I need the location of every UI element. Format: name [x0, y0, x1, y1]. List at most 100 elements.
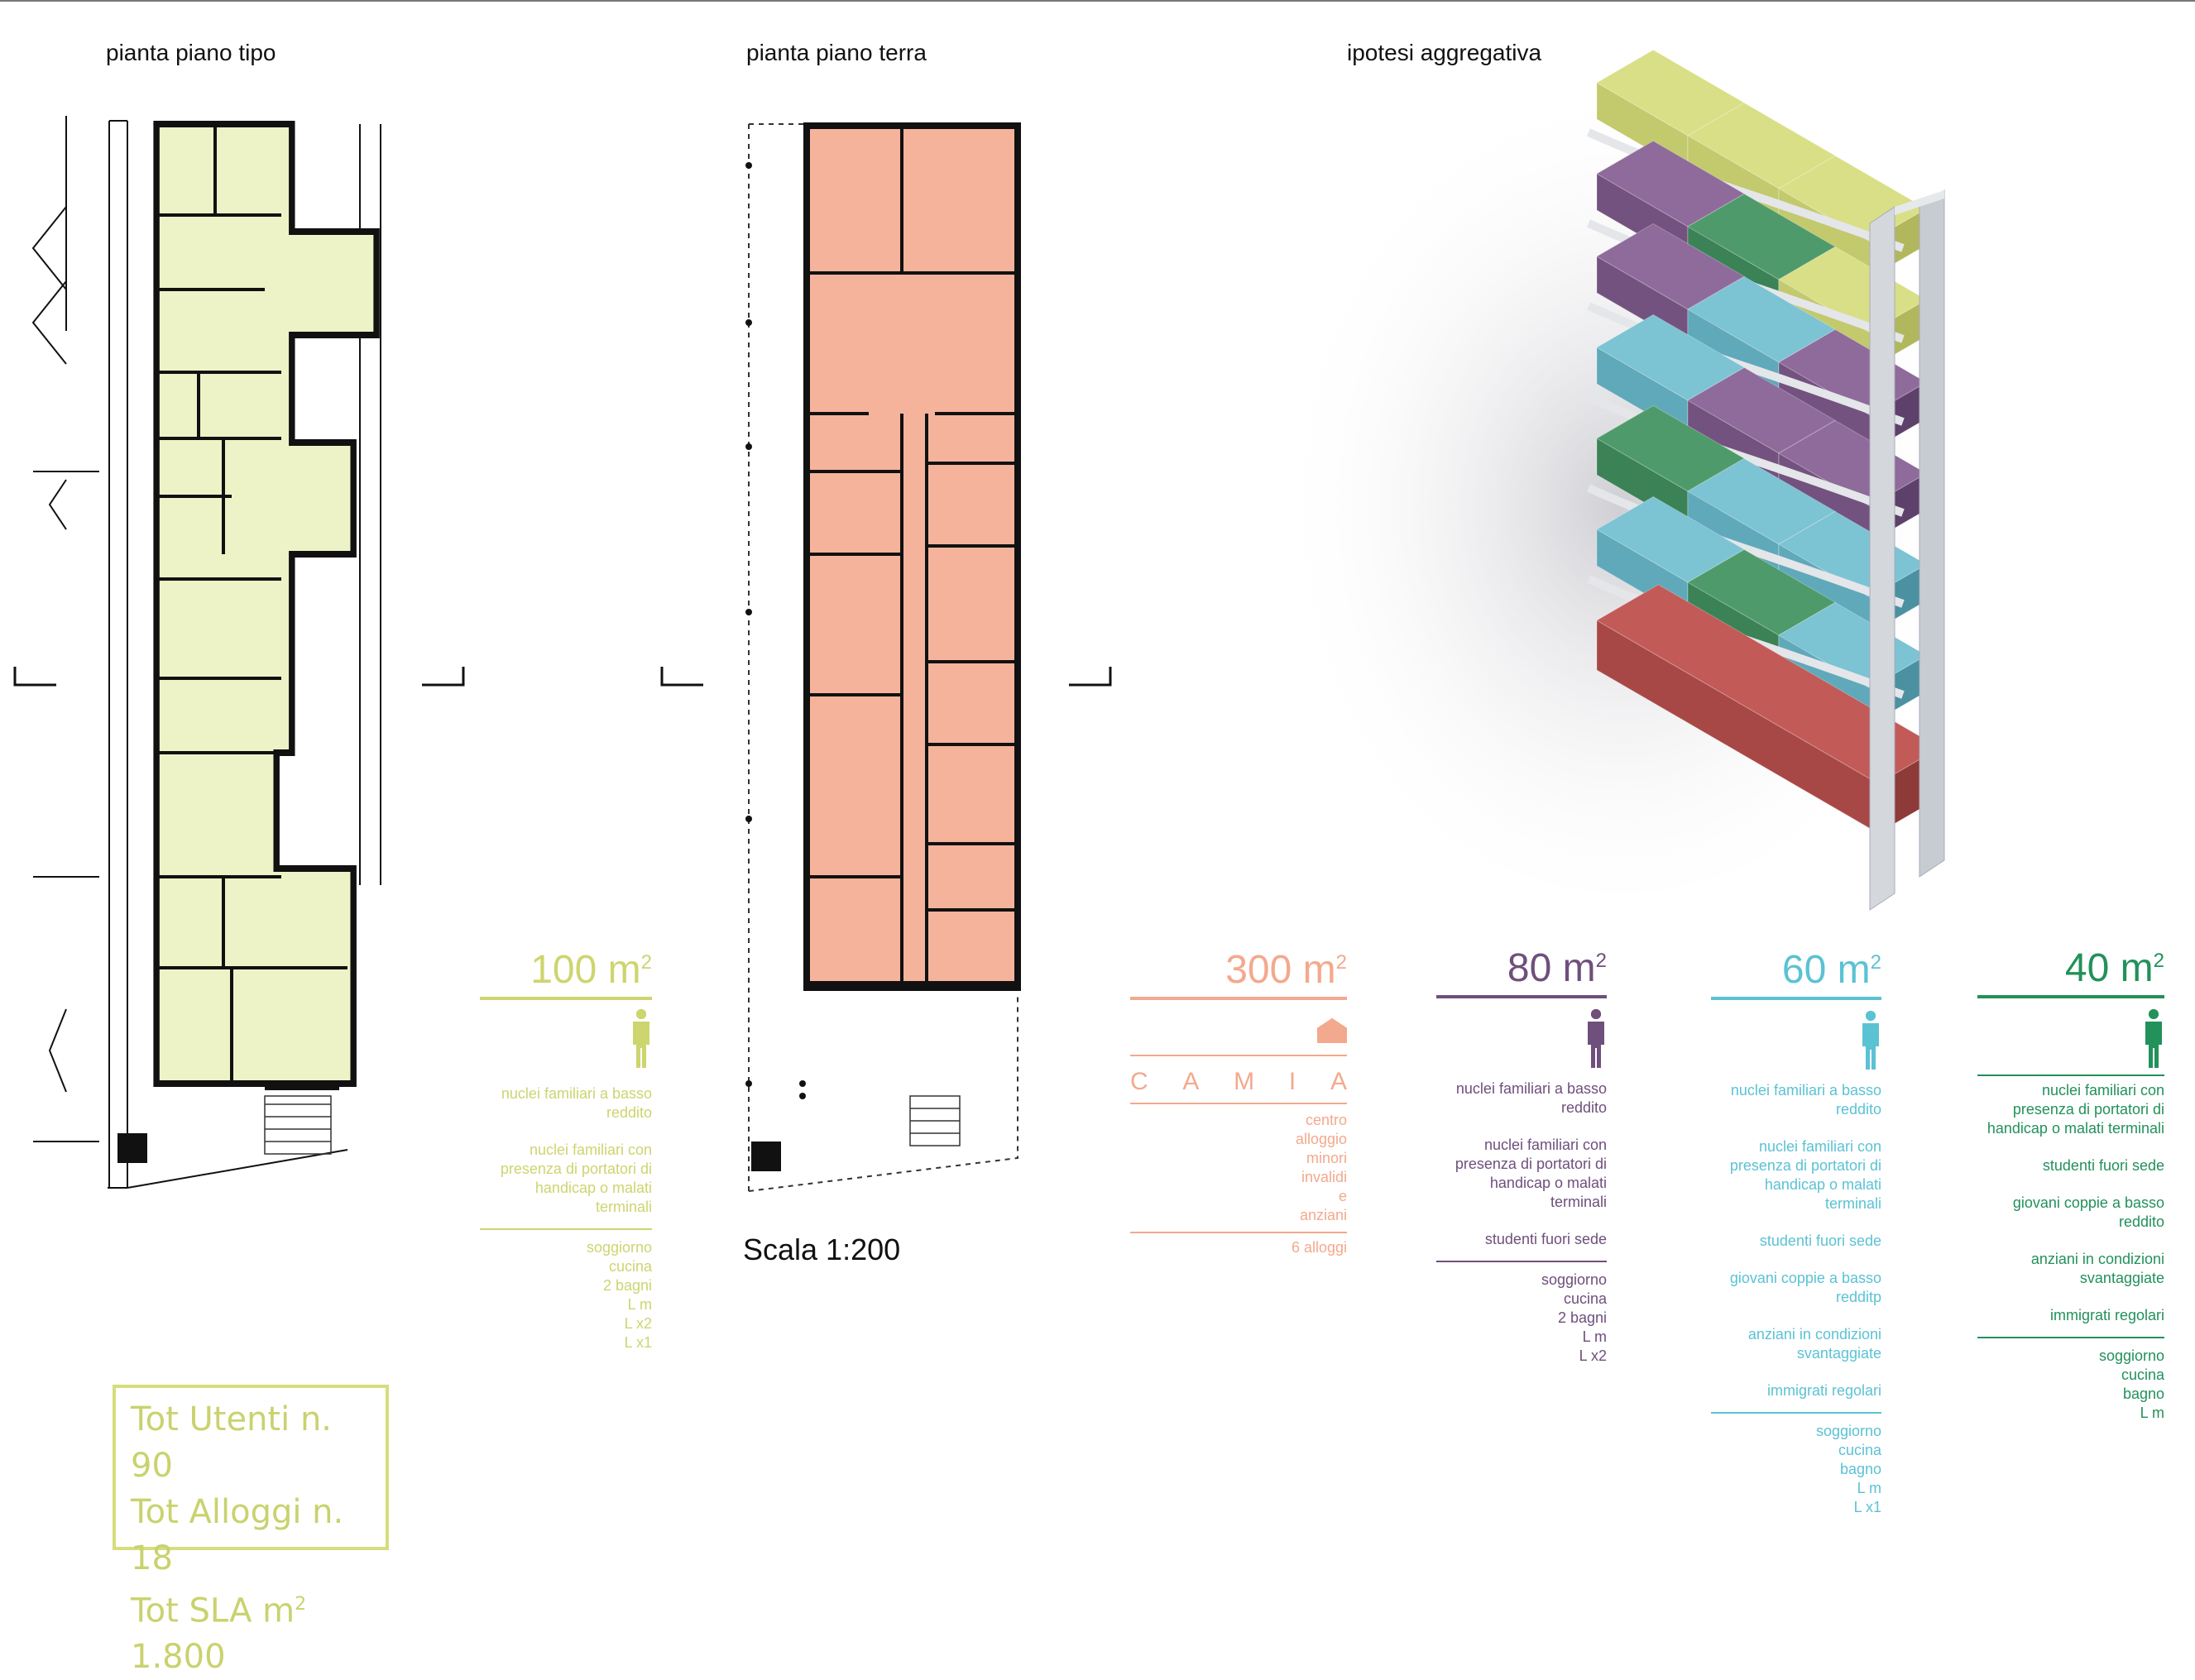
users-m80-line: nuclei familiari con presenza di portato…: [1455, 1137, 1607, 1210]
rooms-m40-line: cucina: [2121, 1366, 2164, 1383]
unit-100-users: nuclei familiari a basso reddito nuclei f…: [480, 1084, 652, 1217]
users-m40-line: nuclei familiari con presenza di portato…: [1987, 1082, 2164, 1137]
unit-40-rooms: soggiorno cucina bagno L m: [1977, 1347, 2164, 1423]
housing-module-block: [1596, 495, 1746, 583]
camia-letter: A: [1330, 1068, 1347, 1095]
users-m80-line: studenti fuori sede: [1484, 1231, 1607, 1247]
person-icon: [633, 1009, 649, 1068]
users-m60-line: nuclei familiari a basso reddito: [1730, 1082, 1881, 1118]
unit-60-icons: [1711, 1010, 1881, 1070]
users-m60-line: giovani coppie a basso redditp: [1729, 1270, 1881, 1305]
users-m100-line: nuclei familiari con presenza di portato…: [500, 1142, 652, 1215]
ground-floor-plan: [745, 122, 1021, 1192]
unit-100-icons: [480, 1008, 652, 1068]
housing-module-block: [1687, 548, 1837, 636]
person-icon: [1588, 1009, 1604, 1068]
unit-40-users: nuclei familiari con presenza di portato…: [1977, 1081, 2164, 1325]
rooms-m40-line: L m: [2140, 1405, 2164, 1421]
rooms-m80-line: soggiorno: [1541, 1271, 1607, 1288]
person-icon: [1862, 1011, 1879, 1070]
camia-letter: M: [1234, 1068, 1255, 1095]
housing-module-block: [1687, 102, 1837, 189]
housing-module-block: [1596, 223, 1746, 310]
users-m40-line: immigrati regolari: [2049, 1307, 2164, 1323]
users-m80-line: nuclei familiari a basso reddito: [1455, 1080, 1607, 1116]
unit-80-area: 80 m2: [1507, 946, 1607, 990]
users-m60-line: studenti fuori sede: [1759, 1232, 1881, 1249]
desc-m300-line: minori: [1306, 1150, 1347, 1166]
typical-floor-title: pianta piano tipo: [106, 40, 276, 65]
structure-pillars: [1869, 189, 1945, 911]
rooms-m60-line: soggiorno: [1815, 1423, 1881, 1439]
typical-floor-fill: [153, 121, 380, 1087]
housing-module-block: [1596, 49, 1746, 136]
unit-300-column: 300 m2 C A M I A centro alloggio minori invalid…: [1130, 943, 1347, 1257]
unit-300-area: 300 m2: [1225, 948, 1347, 992]
desc-m300-line: anziani: [1299, 1207, 1347, 1223]
section-marker-right-ground: [1069, 667, 1112, 687]
ground-floor-fill: [803, 122, 1021, 991]
total-dwellings: Tot Alloggi n. 18: [131, 1493, 344, 1577]
desc-m300-line: e: [1338, 1188, 1347, 1204]
users-m60-line: anziani in condizioni svantaggiate: [1747, 1326, 1881, 1362]
camia-letter: C: [1130, 1068, 1148, 1095]
unit-80-users: nuclei familiari a basso reddito nuclei f…: [1436, 1079, 1607, 1249]
housing-module-block: [1687, 193, 1837, 280]
housing-module-block: [1596, 404, 1746, 492]
rooms-m100-line: L x2: [624, 1315, 652, 1332]
rooms-m40-line: soggiorno: [2098, 1347, 2164, 1364]
housing-module-block: [1687, 457, 1837, 545]
camia-letter: I: [1288, 1068, 1296, 1095]
unit-300-icons: [1130, 1018, 1347, 1046]
rooms-m80-line: cucina: [1563, 1290, 1607, 1307]
unit-60-users: nuclei familiari a basso reddito nuclei f…: [1711, 1081, 1881, 1400]
rooms-m60-line: L x1: [1853, 1499, 1881, 1515]
housing-module-block: [1687, 366, 1837, 454]
housing-module-block: [1596, 314, 1746, 401]
top-border-line: [0, 0, 2195, 2]
desc-m300-line: invalidi: [1301, 1169, 1347, 1185]
totals-box: Tot Utenti n. 90 Tot Alloggi n. 18 Tot S…: [113, 1385, 389, 1676]
rooms-m100-line: L m: [627, 1296, 652, 1313]
users-m40-line: giovani coppie a basso reddito: [2012, 1194, 2164, 1230]
unit-100-rooms: soggiorno cucina 2 bagni L m L x2 L x1: [480, 1238, 652, 1352]
rooms-m40-line: bagno: [2122, 1386, 2164, 1402]
unit-40-icons: [1977, 1008, 2164, 1068]
rooms-m100-line: 2 bagni: [602, 1277, 652, 1294]
ground-floor-title: pianta piano terra: [746, 40, 927, 65]
users-m60-line: immigrati regolari: [1766, 1382, 1881, 1399]
scale-label: Scala 1:200: [743, 1232, 901, 1266]
total-users: Tot Utenti n. 90: [131, 1400, 333, 1485]
rooms-m100-line: cucina: [608, 1258, 652, 1275]
unit-100-area: 100 m2: [530, 948, 652, 992]
aggregation-axonometric: [1274, 33, 1969, 911]
desc-m300-line: alloggio: [1295, 1131, 1347, 1147]
rooms-m100-line: L x1: [624, 1334, 652, 1351]
unit-300-alloggi: 6 alloggi: [1291, 1239, 1347, 1256]
housing-module-block: [1687, 275, 1837, 363]
rooms-m80-line: L x2: [1579, 1347, 1607, 1364]
housing-module-block: [1596, 140, 1746, 227]
section-marker-right-typical: [422, 667, 465, 687]
unit-60-area: 60 m2: [1781, 948, 1881, 992]
person-icon: [2145, 1009, 2162, 1068]
desc-m300-line: centro: [1305, 1112, 1347, 1128]
rooms-m100-line: soggiorno: [586, 1239, 652, 1256]
section-marker-left-ground: [660, 667, 703, 687]
users-m60-line: nuclei familiari con presenza di portato…: [1729, 1138, 1881, 1212]
rooms-m60-line: L m: [1857, 1480, 1881, 1496]
total-sla: Tot SLA m2 1.800: [131, 1591, 307, 1677]
unit-40-column: 40 m2 nuclei familiari con presenza di p…: [1977, 941, 2164, 1423]
users-m100-line: nuclei familiari a basso reddito: [501, 1085, 652, 1121]
camia-letter: A: [1182, 1068, 1200, 1095]
users-m40-line: studenti fuori sede: [2042, 1157, 2164, 1174]
rooms-m80-line: L m: [1582, 1328, 1607, 1345]
users-m40-line: anziani in condizioni svantaggiate: [2030, 1251, 2164, 1286]
section-marker-left-typical: [13, 667, 56, 687]
rooms-m60-line: cucina: [1838, 1442, 1881, 1458]
